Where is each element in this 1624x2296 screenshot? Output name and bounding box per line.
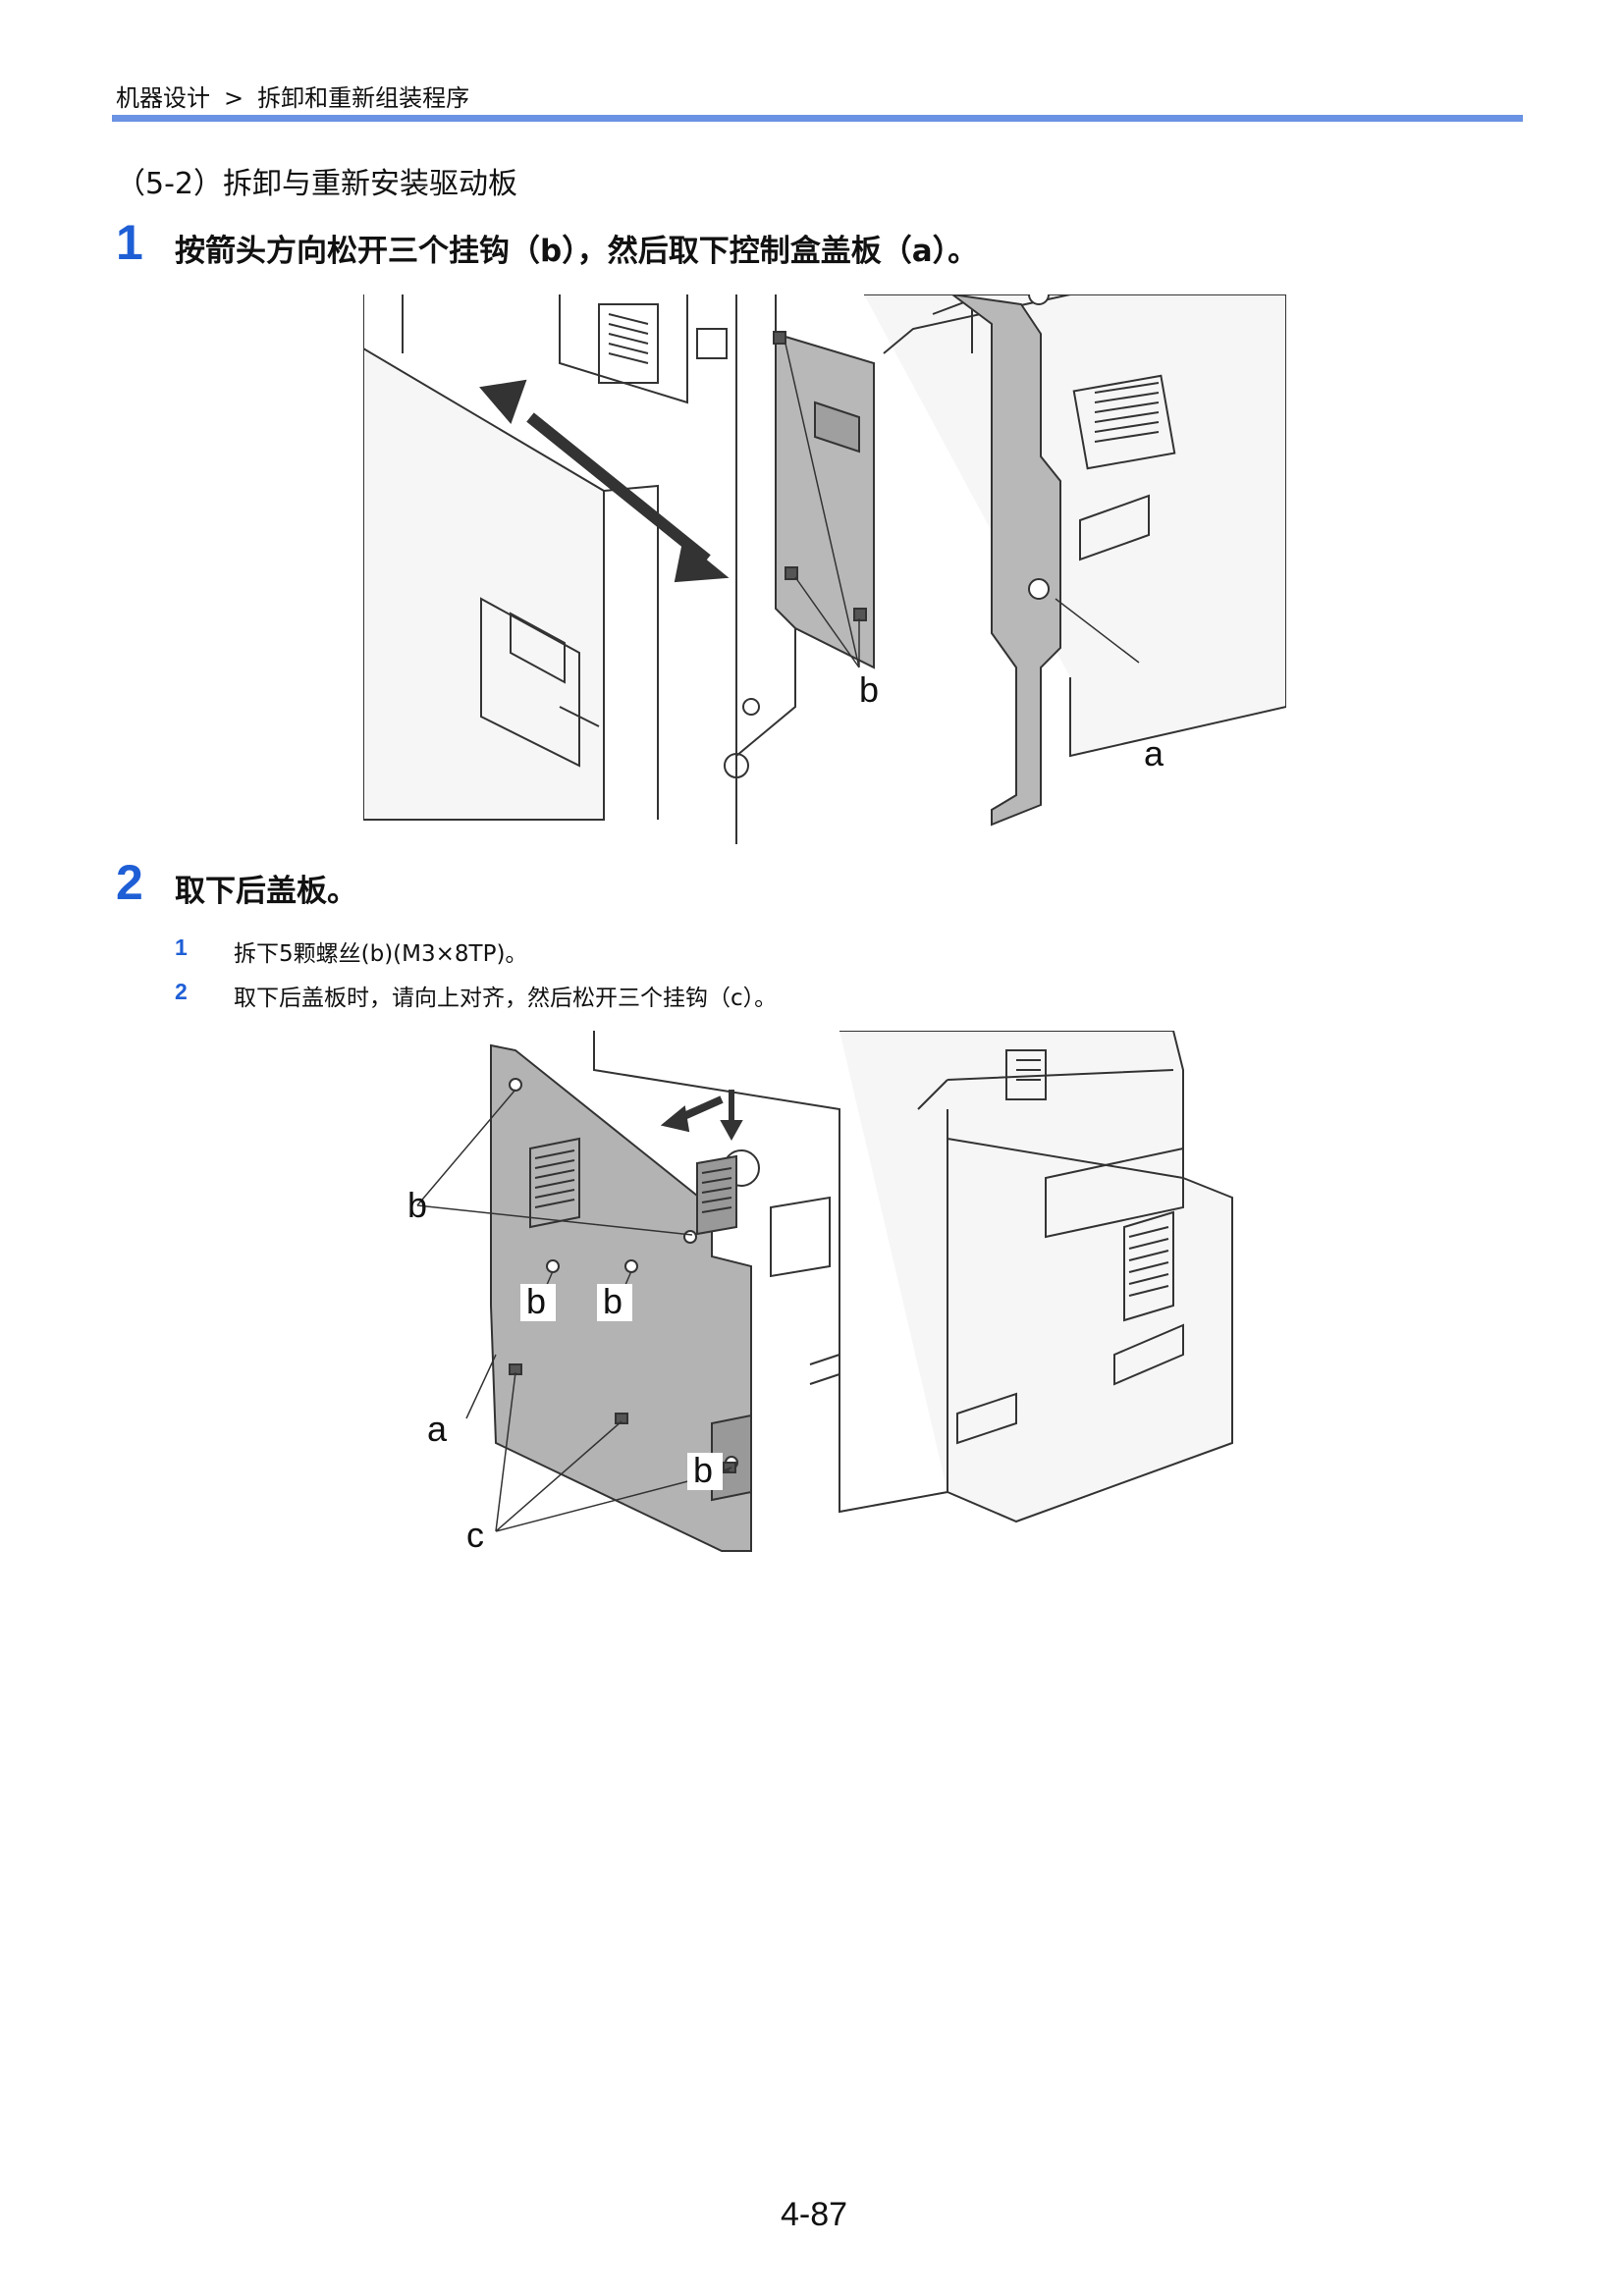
control-box-cover-illustration: b a	[363, 294, 1286, 844]
label-cover-a: a	[427, 1409, 448, 1449]
header-rule	[112, 115, 1523, 122]
label-screw-b-4: b	[693, 1450, 713, 1490]
step-number: 1	[116, 215, 143, 270]
section-title: （5-2）拆卸与重新安装驱动板	[116, 167, 517, 201]
step-title: 取下后盖板。	[175, 874, 357, 909]
substep-number: 2	[175, 979, 188, 1004]
figure-rear-cover: b b b b a c	[398, 1031, 1262, 1556]
figure-control-box-cover: b a	[363, 294, 1286, 844]
rear-cover-illustration: b b b b a c	[407, 1031, 1233, 1555]
breadcrumb-separator: >	[224, 84, 244, 112]
label-screw-b-2: b	[526, 1281, 546, 1321]
label-hooks-b: b	[859, 669, 879, 710]
page-number: 4-87	[781, 2196, 848, 2233]
breadcrumb-section: 拆卸和重新组装程序	[257, 84, 470, 112]
label-screw-b-3: b	[603, 1281, 623, 1321]
label-cover-a: a	[1144, 733, 1164, 774]
label-hooks-c: c	[466, 1515, 484, 1555]
step-title: 按箭头方向松开三个挂钩（b），然后取下控制盒盖板（a）。	[175, 234, 979, 269]
substep-number: 1	[175, 934, 188, 960]
breadcrumb-chapter: 机器设计	[116, 84, 210, 112]
substep-text: 拆下5颗螺丝(b)(M3×8TP)。	[234, 941, 528, 967]
step-number: 2	[116, 855, 143, 910]
breadcrumb: 机器设计 > 拆卸和重新组装程序	[116, 79, 469, 113]
label-screw-b-1: b	[407, 1185, 427, 1225]
substep-text: 取下后盖板时，请向上对齐，然后松开三个挂钩（c）。	[234, 986, 778, 1011]
